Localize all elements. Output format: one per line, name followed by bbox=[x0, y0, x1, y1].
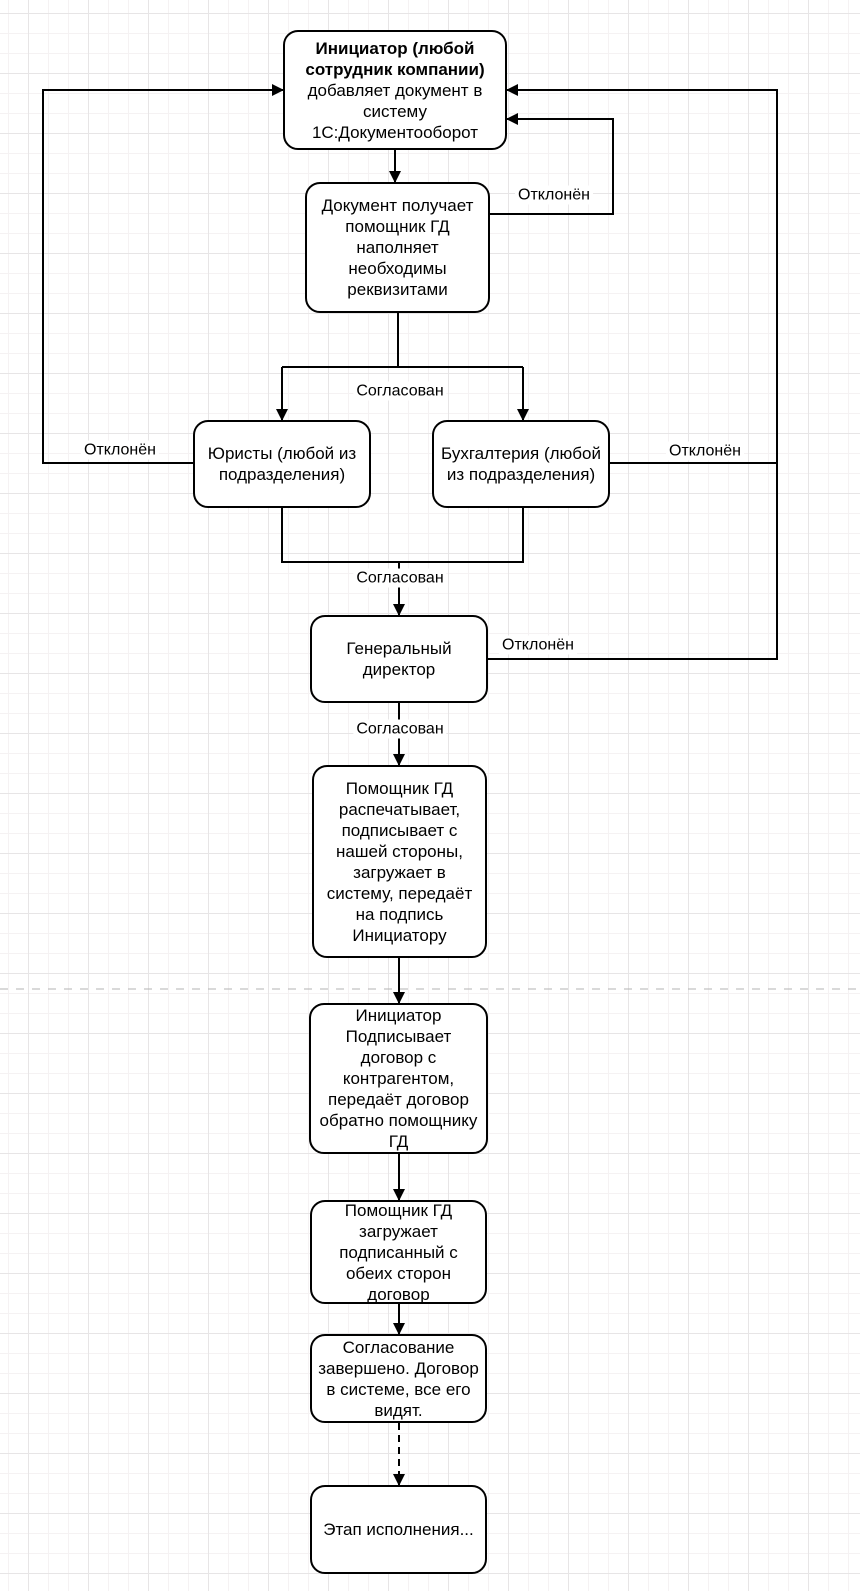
node-accounting[interactable]: Бухгалтерия (любой из подразделения) bbox=[432, 420, 610, 508]
node-assistant-sign-text: Помощник ГД распечатывает, подписывает с… bbox=[326, 778, 473, 945]
node-initiator-text: добавляет документ в систему 1С:Документ… bbox=[307, 80, 483, 142]
node-done[interactable]: Согласование завершено. Договор в систем… bbox=[310, 1334, 487, 1423]
edge-label-rejected-ceo[interactable]: Отклонён bbox=[499, 635, 577, 655]
edge-label-rejected-assistant[interactable]: Отклонён bbox=[515, 185, 593, 205]
node-assistant-upload-text: Помощник ГД загружает подписанный с обеи… bbox=[339, 1200, 458, 1304]
node-initiator[interactable]: Инициатор (любой сотрудник компании) доб… bbox=[283, 30, 507, 150]
node-assistant-fill-text: Документ получает помощник ГД наполняет … bbox=[321, 196, 474, 299]
node-initiator-sign-text: Инициатор Подписывает договор с контраге… bbox=[319, 1006, 478, 1151]
node-lawyers-text: Юристы (любой из подразделения) bbox=[207, 444, 357, 484]
edge-reject-accounting[interactable] bbox=[506, 84, 778, 464]
edge-reject-lawyers[interactable] bbox=[42, 84, 284, 464]
edge-reject-ceo[interactable] bbox=[488, 463, 778, 660]
edge-reject-assistant[interactable] bbox=[490, 113, 614, 215]
edge-label-approved-merge[interactable]: Согласован bbox=[353, 568, 447, 588]
node-assistant-sign[interactable]: Помощник ГД распечатывает, подписывает с… bbox=[312, 765, 487, 958]
node-initiator-title: Инициатор (любой сотрудник компании) bbox=[305, 38, 485, 79]
edge-label-approved-ceo[interactable]: Согласован bbox=[353, 719, 447, 739]
edge-label-approved-split[interactable]: Согласован bbox=[353, 381, 447, 401]
edge-label-rejected-lawyers[interactable]: Отклонён bbox=[81, 440, 159, 460]
node-done-text: Согласование завершено. Договор в систем… bbox=[318, 1337, 479, 1420]
node-ceo[interactable]: Генеральный директор bbox=[310, 615, 488, 703]
node-lawyers[interactable]: Юристы (любой из подразделения) bbox=[193, 420, 371, 508]
node-accounting-text: Бухгалтерия (любой из подразделения) bbox=[441, 444, 601, 484]
node-assistant-upload[interactable]: Помощник ГД загружает подписанный с обеи… bbox=[310, 1200, 487, 1304]
node-ceo-text: Генеральный директор bbox=[346, 639, 452, 679]
node-initiator-sign[interactable]: Инициатор Подписывает договор с контраге… bbox=[309, 1003, 488, 1154]
node-execution[interactable]: Этап исполнения... bbox=[310, 1485, 487, 1574]
edge-label-rejected-accounting[interactable]: Отклонён bbox=[666, 441, 744, 461]
edge-merge-bar[interactable] bbox=[281, 508, 524, 563]
node-assistant-fill[interactable]: Документ получает помощник ГД наполняет … bbox=[305, 182, 490, 313]
node-execution-text: Этап исполнения... bbox=[323, 1520, 474, 1539]
